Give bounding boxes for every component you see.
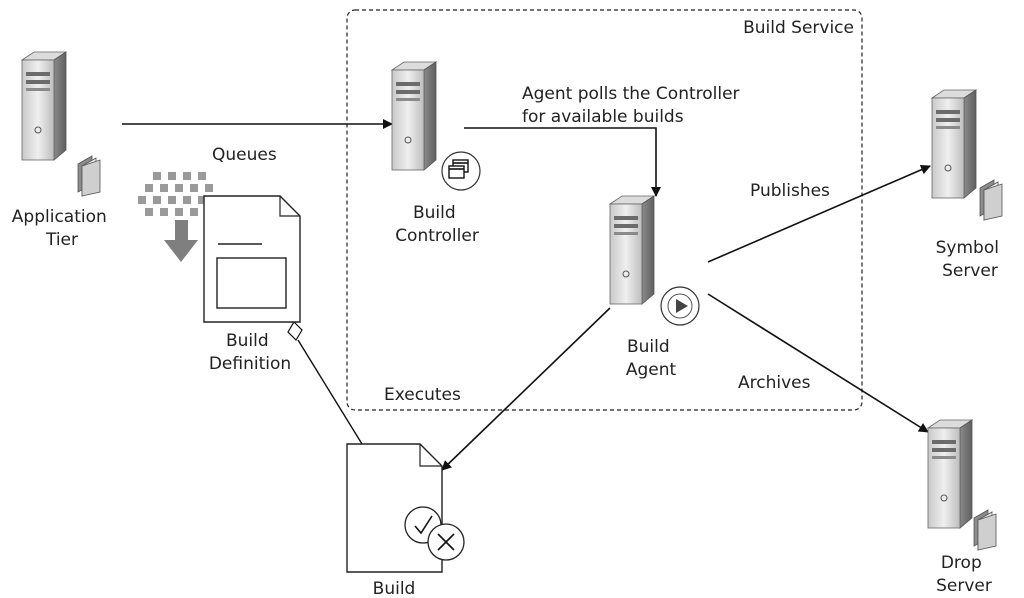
edge-agent-polls bbox=[464, 127, 661, 197]
queues-label: Queues bbox=[212, 145, 277, 165]
build-agent-server bbox=[609, 195, 700, 326]
build-agent-label: Build Agent bbox=[626, 337, 677, 380]
download-arrow-icon bbox=[138, 172, 221, 262]
symbol-server-label: Symbol Server bbox=[936, 238, 1005, 281]
window-badge-icon bbox=[441, 151, 481, 191]
diamond-connector bbox=[287, 321, 303, 341]
edge-executes bbox=[441, 307, 611, 471]
build-document-icon bbox=[346, 443, 465, 573]
build-label: Build bbox=[373, 579, 416, 598]
play-badge-icon bbox=[660, 286, 700, 326]
drop-server-label: Drop Server bbox=[936, 553, 992, 596]
cross-icon bbox=[427, 523, 465, 561]
build-service-label: Build Service bbox=[743, 18, 854, 38]
application-tier-server bbox=[21, 51, 101, 197]
edge-archives bbox=[707, 293, 929, 433]
edge-publishes bbox=[707, 164, 931, 263]
build-service-boundary bbox=[346, 9, 863, 411]
build-controller-label: Build Controller bbox=[395, 203, 479, 246]
build-definition-document-icon bbox=[203, 195, 301, 323]
symbol-server bbox=[931, 89, 1003, 221]
build-definition-label: Build Definition bbox=[209, 331, 291, 374]
drop-server bbox=[927, 419, 997, 551]
build-controller-server bbox=[391, 61, 481, 191]
application-tier-label: Application Tier bbox=[12, 207, 112, 250]
executes-label: Executes bbox=[384, 385, 461, 405]
agent-polls-label: Agent polls the Controller for available… bbox=[522, 84, 745, 127]
publishes-label: Publishes bbox=[750, 181, 830, 201]
archives-label: Archives bbox=[738, 373, 811, 393]
